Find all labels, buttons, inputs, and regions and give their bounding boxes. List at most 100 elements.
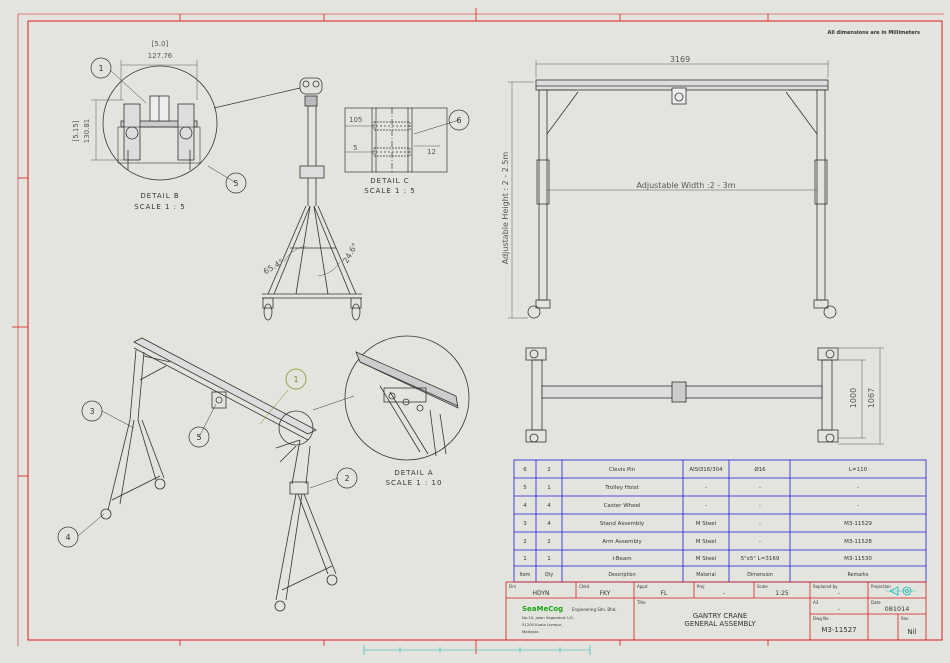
scale-value: 1:25 bbox=[775, 590, 789, 597]
detail-b-height-dim: 130.81 bbox=[83, 119, 91, 144]
svg-text:Trolley Hoist: Trolley Hoist bbox=[604, 485, 639, 491]
svg-text:5: 5 bbox=[196, 433, 201, 442]
company-name: Engineering Sdn. Bhd. bbox=[572, 607, 617, 612]
svg-text:Description: Description bbox=[608, 572, 635, 578]
balloon-item-1-iso: 1 bbox=[285, 368, 307, 390]
drawing-title-1: GANTRY CRANE bbox=[693, 612, 748, 620]
balloon-item-6-detail-c: 6 bbox=[448, 109, 470, 131]
checked-label: Chkd bbox=[579, 584, 590, 589]
detail-c-dim-b: 5 bbox=[353, 144, 357, 152]
company-logo: SeaMeCog bbox=[522, 605, 563, 613]
svg-text:5"x5" L=3169: 5"x5" L=3169 bbox=[741, 556, 780, 562]
svg-text:Qty: Qty bbox=[545, 572, 554, 578]
rev-value: Nil bbox=[907, 628, 916, 636]
svg-text:Dimension: Dimension bbox=[747, 572, 773, 578]
date-value: 081014 bbox=[885, 605, 910, 613]
front-view bbox=[527, 79, 837, 319]
svg-text:M3-11528: M3-11528 bbox=[844, 539, 872, 545]
detail-b-height-ref: [5.15] bbox=[72, 120, 80, 141]
svg-text:-: - bbox=[705, 485, 707, 491]
front-view-dims bbox=[508, 60, 829, 319]
side-view bbox=[262, 77, 362, 321]
svg-text:M Steel: M Steel bbox=[696, 521, 717, 527]
svg-text:2: 2 bbox=[344, 474, 349, 483]
balloon-item-3-iso: 3 bbox=[81, 400, 103, 422]
top-view-dims bbox=[838, 347, 884, 445]
svg-text:-: - bbox=[705, 503, 707, 509]
detail-b-width-ref: [5.0] bbox=[152, 40, 169, 48]
svg-text:3: 3 bbox=[89, 407, 94, 416]
svg-text:-: - bbox=[759, 521, 761, 527]
svg-text:AISI316/304: AISI316/304 bbox=[689, 467, 723, 473]
detail-b-title: DETAIL B bbox=[140, 192, 179, 200]
detail-c-scale: SCALE 1 : 5 bbox=[364, 187, 415, 195]
balloons: 1 5 6 1 3 5 4 2 bbox=[57, 57, 470, 548]
detail-b-scale: SCALE 1 : 5 bbox=[134, 203, 185, 211]
centering-ruler bbox=[363, 645, 591, 655]
svg-text:M3-11529: M3-11529 bbox=[844, 521, 872, 527]
leader-lines bbox=[77, 69, 460, 537]
replaced-label: Replaced by bbox=[813, 584, 838, 589]
svg-text:1: 1 bbox=[98, 64, 103, 73]
approved-label: Appd bbox=[637, 584, 648, 589]
drawn-label: Drn bbox=[509, 584, 517, 589]
front-width-dim: 3169 bbox=[670, 55, 690, 64]
detail-c-view bbox=[344, 107, 448, 173]
size-label: A3 bbox=[813, 600, 819, 605]
company-address-1: No.10, Jalan Segambut 1/2, bbox=[522, 615, 574, 620]
detail-b-view bbox=[102, 65, 301, 181]
svg-text:1: 1 bbox=[547, 485, 551, 491]
top-view bbox=[525, 347, 839, 443]
svg-text:Stand Assembly: Stand Assembly bbox=[600, 521, 645, 527]
svg-text:2: 2 bbox=[547, 539, 551, 545]
detail-c-dims bbox=[345, 125, 440, 153]
svg-text:5: 5 bbox=[523, 485, 527, 491]
svg-text:3: 3 bbox=[523, 521, 527, 527]
svg-text:Clevis Pin: Clevis Pin bbox=[609, 467, 636, 473]
proj-value: - bbox=[723, 590, 725, 597]
drawn-value: HDYN bbox=[533, 590, 550, 597]
bom-row-3: 3 4 Stand Assembly M Steel - M3-11529 bbox=[523, 521, 872, 527]
svg-text:I-Beam: I-Beam bbox=[612, 556, 631, 562]
top-dim-outer: 1067 bbox=[867, 388, 876, 408]
svg-text:6: 6 bbox=[523, 467, 527, 473]
rev-label: Rev bbox=[901, 616, 909, 621]
balloon-item-5-iso: 5 bbox=[188, 426, 210, 448]
detail-a-circle bbox=[278, 335, 470, 461]
svg-text:4: 4 bbox=[547, 503, 551, 509]
svg-text:1: 1 bbox=[547, 556, 551, 562]
svg-text:1: 1 bbox=[523, 556, 527, 562]
approved-value: FL bbox=[661, 590, 668, 597]
svg-text:-: - bbox=[759, 485, 761, 491]
svg-text:1: 1 bbox=[293, 375, 298, 384]
balloon-item-2-iso: 2 bbox=[336, 467, 358, 489]
svg-text:4: 4 bbox=[65, 533, 70, 542]
svg-text:-: - bbox=[759, 503, 761, 509]
svg-text:2: 2 bbox=[547, 467, 551, 473]
sheet-border bbox=[12, 8, 944, 654]
svg-text:Remarks: Remarks bbox=[848, 572, 869, 578]
company-address-2: 51200 Kuala Lumpur, bbox=[522, 622, 563, 627]
proj-label: Proj bbox=[697, 584, 704, 589]
svg-text:Arm Assembly: Arm Assembly bbox=[602, 539, 642, 545]
balloon-item-4-iso: 4 bbox=[57, 526, 79, 548]
drawing-title-2: GENERAL ASSEMBLY bbox=[684, 620, 756, 628]
svg-text:2: 2 bbox=[523, 539, 527, 545]
svg-text:4: 4 bbox=[547, 521, 551, 527]
balloon-item-5-detail-b: 5 bbox=[225, 172, 247, 194]
checked-value: FKY bbox=[600, 590, 611, 597]
isometric-view bbox=[100, 337, 338, 612]
svg-text:L=110: L=110 bbox=[849, 467, 868, 473]
svg-text:M Steel: M Steel bbox=[696, 556, 717, 562]
detail-a-title: DETAIL A bbox=[394, 469, 433, 477]
detail-a-scale: SCALE 1 : 10 bbox=[386, 479, 443, 487]
svg-text:Caster Wheel: Caster Wheel bbox=[604, 503, 641, 509]
svg-text:M Steel: M Steel bbox=[696, 539, 717, 545]
dwg-no-value: M3-11527 bbox=[821, 626, 856, 634]
svg-text:4: 4 bbox=[523, 503, 527, 509]
